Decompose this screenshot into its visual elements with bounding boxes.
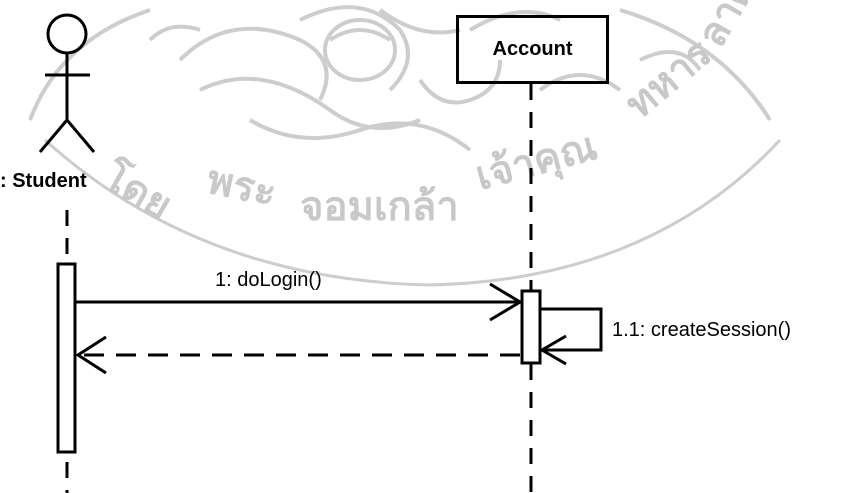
- svg-text:จอมเกล้า: จอมเกล้า: [300, 184, 459, 230]
- message-createsession-label: 1.1: createSession(): [612, 319, 791, 341]
- message-dologin-label: 1: doLogin(): [215, 269, 322, 291]
- message-createsession-arrow: [539, 307, 603, 366]
- student-activation-bar: [56, 262, 77, 454]
- object-account-box: Account: [456, 15, 609, 84]
- object-account-label: Account: [492, 38, 573, 60]
- return-message-arrow: [75, 335, 520, 375]
- message-dologin-arrow: [75, 282, 523, 322]
- account-activation-bar: [520, 289, 542, 365]
- actor-figure: [38, 13, 96, 153]
- actor-student-label: : Student: [0, 170, 87, 192]
